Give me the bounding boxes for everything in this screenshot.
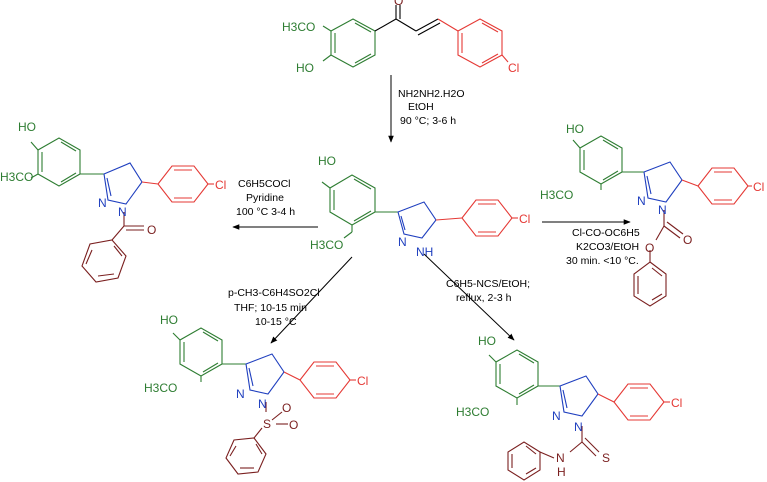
cond-sulfonylation-reagent: p-CH3-C6H4SO2Cl (228, 287, 320, 299)
thiourea-h-label: H (557, 465, 566, 479)
pyrazoline-methoxy-label: H3CO (310, 238, 343, 252)
pyrazoline-hydroxy-label: HO (318, 154, 336, 168)
thiourea-n1-label: N (552, 409, 561, 423)
benzoyl-hydroxy-label: HO (18, 120, 36, 134)
cond-benzoylation-reagent: C6H5COCl (238, 178, 291, 190)
benzoyl-n1-label: N (98, 196, 107, 210)
sulfonyl-methoxy-label: H3CO (144, 381, 177, 395)
benzoyl-methoxy-label: H3CO (0, 170, 33, 184)
sulfonyl-chloro-label: Cl (357, 374, 368, 388)
pyrazoline-structure: HO H3CO N NH Cl (310, 154, 530, 259)
chalcone-structure: H3CO HO O Cl (282, 0, 519, 75)
sulfonyl-n1-label: N (236, 387, 245, 401)
arrow-sulfonylation (270, 256, 353, 344)
cond-carbamoylation-base: K2CO3/EtOH (576, 241, 639, 253)
sulfonyl-product-structure: HO H3CO N N S O O Cl (144, 313, 368, 475)
cond-thiocarbamoylation-reagent: C6H5-NCS/EtOH; (446, 278, 530, 290)
chalcone-chlorophenyl-ring (437, 18, 509, 68)
chalcone-methoxyphenol-ring (322, 18, 376, 68)
chalcone-hydroxy-label: HO (296, 61, 314, 75)
carbamate-product-structure: HO H3CO N N O O Cl (540, 122, 764, 307)
cond-thiocarbamoylation-conditions: reflux, 2-3 h (456, 292, 512, 304)
carbamate-oxo-label: O (683, 233, 692, 247)
carbamate-n1-label: N (637, 194, 646, 208)
cond-benzoylation-temp: 100 °C 3-4 h (236, 206, 295, 218)
chalcone-oxo-label: O (394, 0, 403, 8)
pyrazoline-nh-label: NH (416, 245, 433, 259)
thiourea-thio-label: S (602, 451, 610, 465)
chalcone-methoxy-label: H3CO (282, 20, 315, 34)
pyrazoline-n1-label: N (398, 235, 407, 249)
benzoyl-n2-label: N (118, 205, 127, 219)
cond-step1-temp: 90 °C; 3-6 h (400, 115, 456, 127)
benzoyl-oxo-label: O (147, 223, 156, 237)
benzoyl-chloro-label: Cl (215, 178, 226, 192)
thiourea-product-structure: HO H3CO N N N H S Cl (456, 334, 682, 481)
sulfonyl-oxo1-label: O (282, 401, 291, 415)
cond-benzoylation-base: Pyridine (246, 192, 284, 204)
carbamate-ester-o-label: O (645, 241, 654, 255)
cond-carbamoylation-temp: 30 min. <10 °C. (566, 255, 639, 267)
sulfonyl-sulfur-label: S (263, 417, 271, 431)
cond-step1-solvent: EtOH (408, 101, 434, 113)
sulfonyl-hydroxy-label: HO (160, 313, 178, 327)
carbamate-hydroxy-label: HO (566, 122, 584, 136)
pyrazoline-chloro-label: Cl (519, 212, 530, 226)
arrow-thiocarbamoylation (423, 253, 515, 341)
sulfonyl-n2-label: N (258, 397, 267, 411)
carbamate-chloro-label: Cl (753, 180, 764, 194)
cond-sulfonylation-solvent: THF; 10-15 min (234, 302, 307, 314)
thiourea-n2-label: N (574, 420, 583, 434)
carbamate-n2-label: N (658, 203, 667, 217)
thiourea-methoxy-label: H3CO (456, 405, 489, 419)
chalcone-chloro-label: Cl (508, 61, 519, 75)
cond-step1-reagent: NH2NH2.H2O (398, 88, 465, 100)
carbamate-methoxy-label: H3CO (540, 188, 573, 202)
cond-sulfonylation-temp: 10-15 °C (255, 316, 297, 328)
cond-carbamoylation-reagent: Cl-CO-OC6H5 (572, 227, 640, 239)
thiourea-chloro-label: Cl (671, 396, 682, 410)
benzoyl-product-structure: HO H3CO N N O Cl (0, 120, 226, 283)
sulfonyl-oxo2-label: O (289, 418, 298, 432)
thiourea-nh-label: N (556, 451, 565, 465)
thiourea-hydroxy-label: HO (478, 334, 496, 348)
